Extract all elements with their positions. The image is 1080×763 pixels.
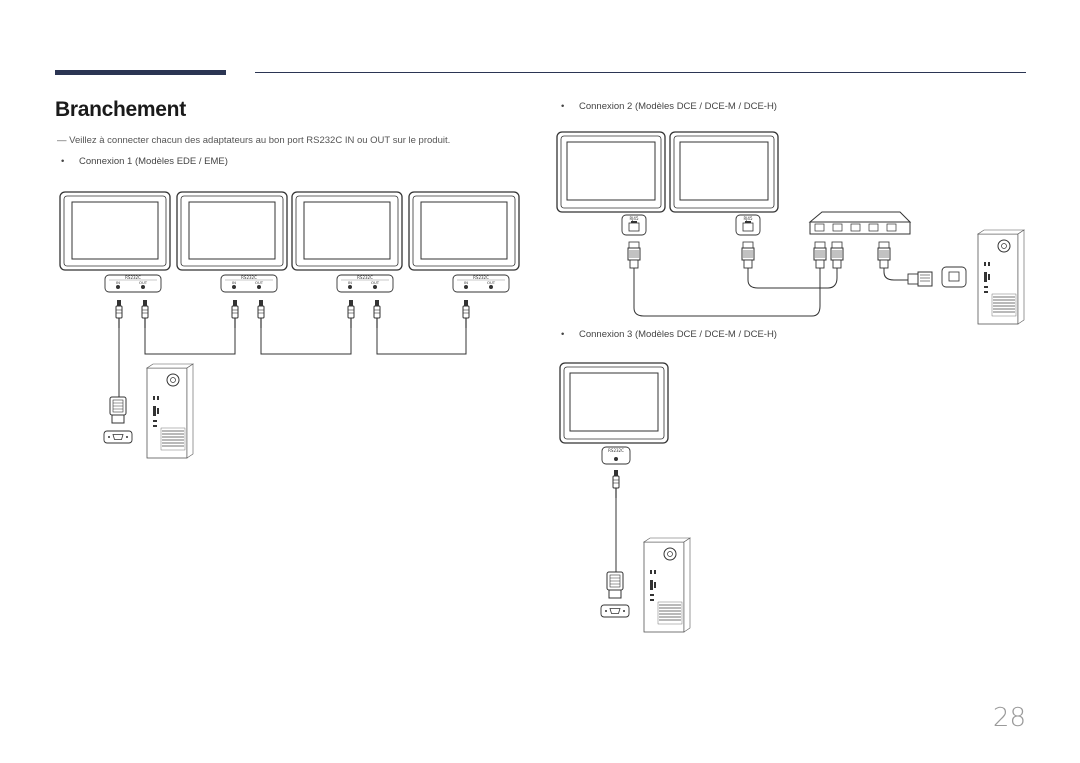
pc-tower-3 — [643, 537, 691, 633]
in-label: IN — [232, 280, 236, 285]
rs232c-label: RS232C — [241, 275, 257, 280]
in-label: IN — [464, 280, 468, 285]
network-cables — [633, 268, 908, 317]
section-heading-connexion-2: • Connexion 2 (Modèles DCE / DCE-M / DCE-… — [561, 101, 777, 112]
rs232c-label: RS232C — [357, 275, 373, 280]
page-number: 28 — [992, 703, 1026, 733]
pc-lan-port — [941, 266, 967, 288]
note-marker: ― — [57, 135, 67, 146]
rs232c-port-box-3: RS232C IN OUT — [336, 274, 394, 293]
note-text: Veillez à connecter chacun des adaptateu… — [69, 135, 451, 146]
in-label: IN — [348, 280, 352, 285]
rs232c-port-box: RS232C — [601, 446, 631, 465]
rj45-label: RJ45 — [743, 216, 753, 221]
rs232c-port-box-2: RS232C IN OUT — [220, 274, 278, 293]
rj45-port-1: RJ45 — [621, 214, 647, 236]
rs232c-label: RS232C — [125, 275, 141, 280]
bullet: • — [61, 156, 65, 167]
rs232c-label: RS232C — [473, 275, 489, 280]
dsub-connector — [606, 571, 624, 599]
out-label: OUT — [255, 280, 264, 285]
section-label: Connexion 1 (Modèles EDE / EME) — [79, 156, 228, 167]
rj45-label: RJ45 — [629, 216, 639, 221]
display-dce-3 — [559, 362, 669, 444]
in-label: IN — [116, 280, 120, 285]
page-title: Branchement — [55, 98, 186, 121]
rj45-port-2: RJ45 — [735, 214, 761, 236]
out-label: OUT — [139, 280, 148, 285]
rs232c-port-box-1: RS232C IN OUT — [104, 274, 162, 293]
out-label: OUT — [371, 280, 380, 285]
rs232c-label: RS232C — [608, 448, 624, 453]
bullet: • — [561, 329, 565, 340]
section-label: Connexion 2 (Modèles DCE / DCE-M / DCE-H… — [579, 101, 777, 112]
note: ― Veillez à connecter chacun des adaptat… — [57, 135, 450, 146]
section-label: Connexion 3 (Modèles DCE / DCE-M / DCE-H… — [579, 329, 777, 340]
stereo-plug — [612, 469, 620, 499]
rs232c-port-box-4: RS232C IN OUT — [452, 274, 510, 293]
bullet: • — [561, 101, 565, 112]
pc-lan-plug — [907, 271, 933, 287]
section-heading-connexion-3: • Connexion 3 (Modèles DCE / DCE-M / DCE-… — [561, 329, 777, 340]
daisy-chain-cables — [118, 328, 467, 398]
section-heading-connexion-1: • Connexion 1 (Modèles EDE / EME) — [61, 156, 228, 167]
out-label: OUT — [487, 280, 496, 285]
network-hub — [808, 211, 912, 235]
pc-serial-port — [600, 604, 630, 618]
header-accent-bar — [55, 70, 226, 75]
header-rule — [255, 72, 1026, 73]
